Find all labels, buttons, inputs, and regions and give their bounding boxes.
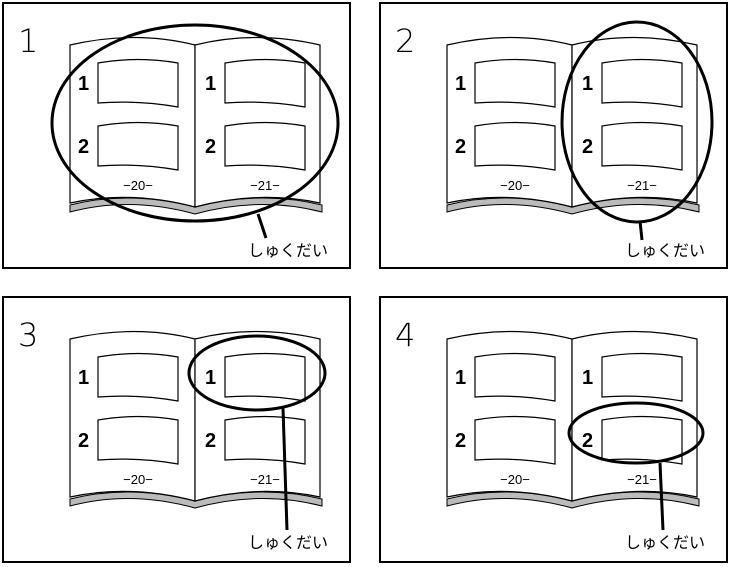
item-number: 1 [205, 73, 216, 95]
highlight-ellipse-3 [187, 334, 327, 412]
answer-box-page2-1 [601, 352, 683, 402]
item-number: 1 [455, 73, 466, 95]
highlight-ellipse-4 [567, 401, 705, 465]
answer-box-page2-1 [224, 352, 306, 402]
answer-box-page1-1 [97, 58, 179, 108]
homework-caption: しゅくだい [248, 533, 328, 552]
answer-box-page2-2 [601, 415, 683, 465]
panel-3: 3 1 2 −20− 1 2 −21− [2, 296, 351, 563]
highlight-ellipse-2 [560, 20, 714, 224]
pointer-line-1 [256, 213, 268, 239]
page-number: −21− [250, 472, 280, 487]
panel-2: 2 1 2 −20− 1 2 −21− [379, 2, 728, 269]
panel-4: 4 1 2 −20− 1 2 −21− [379, 296, 728, 563]
page-number: −21− [627, 178, 657, 193]
panel-number: 4 [395, 316, 415, 354]
answer-box-page2-1 [224, 58, 306, 108]
answer-box-page1-1 [474, 58, 556, 108]
page-number: −20− [500, 472, 530, 487]
item-number: 2 [205, 136, 216, 158]
item-number: 1 [582, 73, 593, 95]
item-number: 2 [78, 430, 89, 452]
answer-box-page2-2 [224, 121, 306, 171]
item-number: 2 [78, 136, 89, 158]
answer-box-page1-2 [474, 415, 556, 465]
item-number: 1 [455, 367, 466, 389]
item-number: 1 [78, 73, 89, 95]
answer-box-page2-2 [601, 121, 683, 171]
item-number: 2 [582, 430, 593, 452]
answer-box-page1-1 [97, 352, 179, 402]
answer-box-page1-2 [474, 121, 556, 171]
answer-box-page1-2 [97, 415, 179, 465]
page-number: −20− [123, 472, 153, 487]
item-number: 2 [455, 136, 466, 158]
item-number: 1 [582, 367, 593, 389]
pointer-line-3 [281, 407, 289, 531]
open-workbook: 1 2 −20− 1 2 −21− [69, 330, 323, 509]
highlight-ellipse-1 [50, 23, 340, 223]
homework-caption: しゅくだい [625, 241, 705, 260]
panel-1: 1 1 2 −20− 1 2 −21− [2, 2, 351, 269]
page-number: −21− [250, 178, 280, 193]
pointer-line-4 [658, 462, 665, 531]
open-workbook: 1 2 −20− 1 2 −21− [69, 36, 323, 215]
homework-caption: しゅくだい [248, 241, 328, 260]
item-number: 1 [78, 367, 89, 389]
page-number: −21− [627, 472, 657, 487]
answer-box-page1-1 [474, 352, 556, 402]
item-number: 2 [205, 430, 216, 452]
item-number: 2 [582, 136, 593, 158]
answer-box-page1-2 [97, 121, 179, 171]
panel-number: 1 [18, 22, 38, 60]
page-number: −20− [123, 178, 153, 193]
item-number: 1 [205, 367, 216, 389]
open-workbook: 1 2 −20− 1 2 −21− [446, 36, 700, 215]
pointer-line-2 [638, 220, 644, 241]
page-number: −20− [500, 178, 530, 193]
panel-number: 3 [18, 316, 38, 354]
panel-number: 2 [395, 22, 415, 60]
answer-box-page2-2 [224, 415, 306, 465]
homework-caption: しゅくだい [625, 533, 705, 552]
item-number: 2 [455, 430, 466, 452]
answer-box-page2-1 [601, 58, 683, 108]
